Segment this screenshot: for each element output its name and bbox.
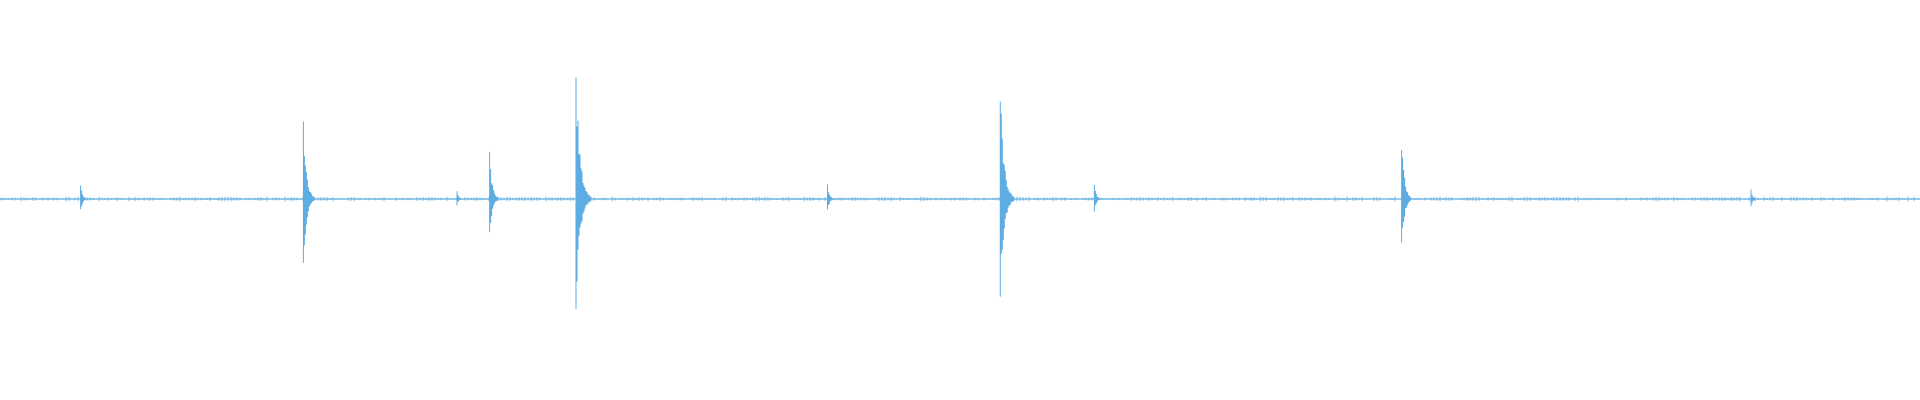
- waveform-spike-2: [302, 121, 315, 263]
- waveform-spike-9: [1401, 150, 1412, 243]
- waveform-spike-4: [489, 151, 499, 233]
- waveform-spike-6: [827, 184, 833, 210]
- waveform-trace: [0, 77, 1920, 309]
- waveform-spike-8: [1093, 185, 1100, 212]
- waveform-spike-7: [999, 101, 1014, 297]
- waveform-spike-1: [80, 185, 87, 210]
- waveform-spike-5: [575, 77, 592, 309]
- waveform-spike-10: [1750, 189, 1756, 207]
- waveform-noise: [0, 196, 1918, 202]
- waveform-spike-3: [456, 191, 462, 206]
